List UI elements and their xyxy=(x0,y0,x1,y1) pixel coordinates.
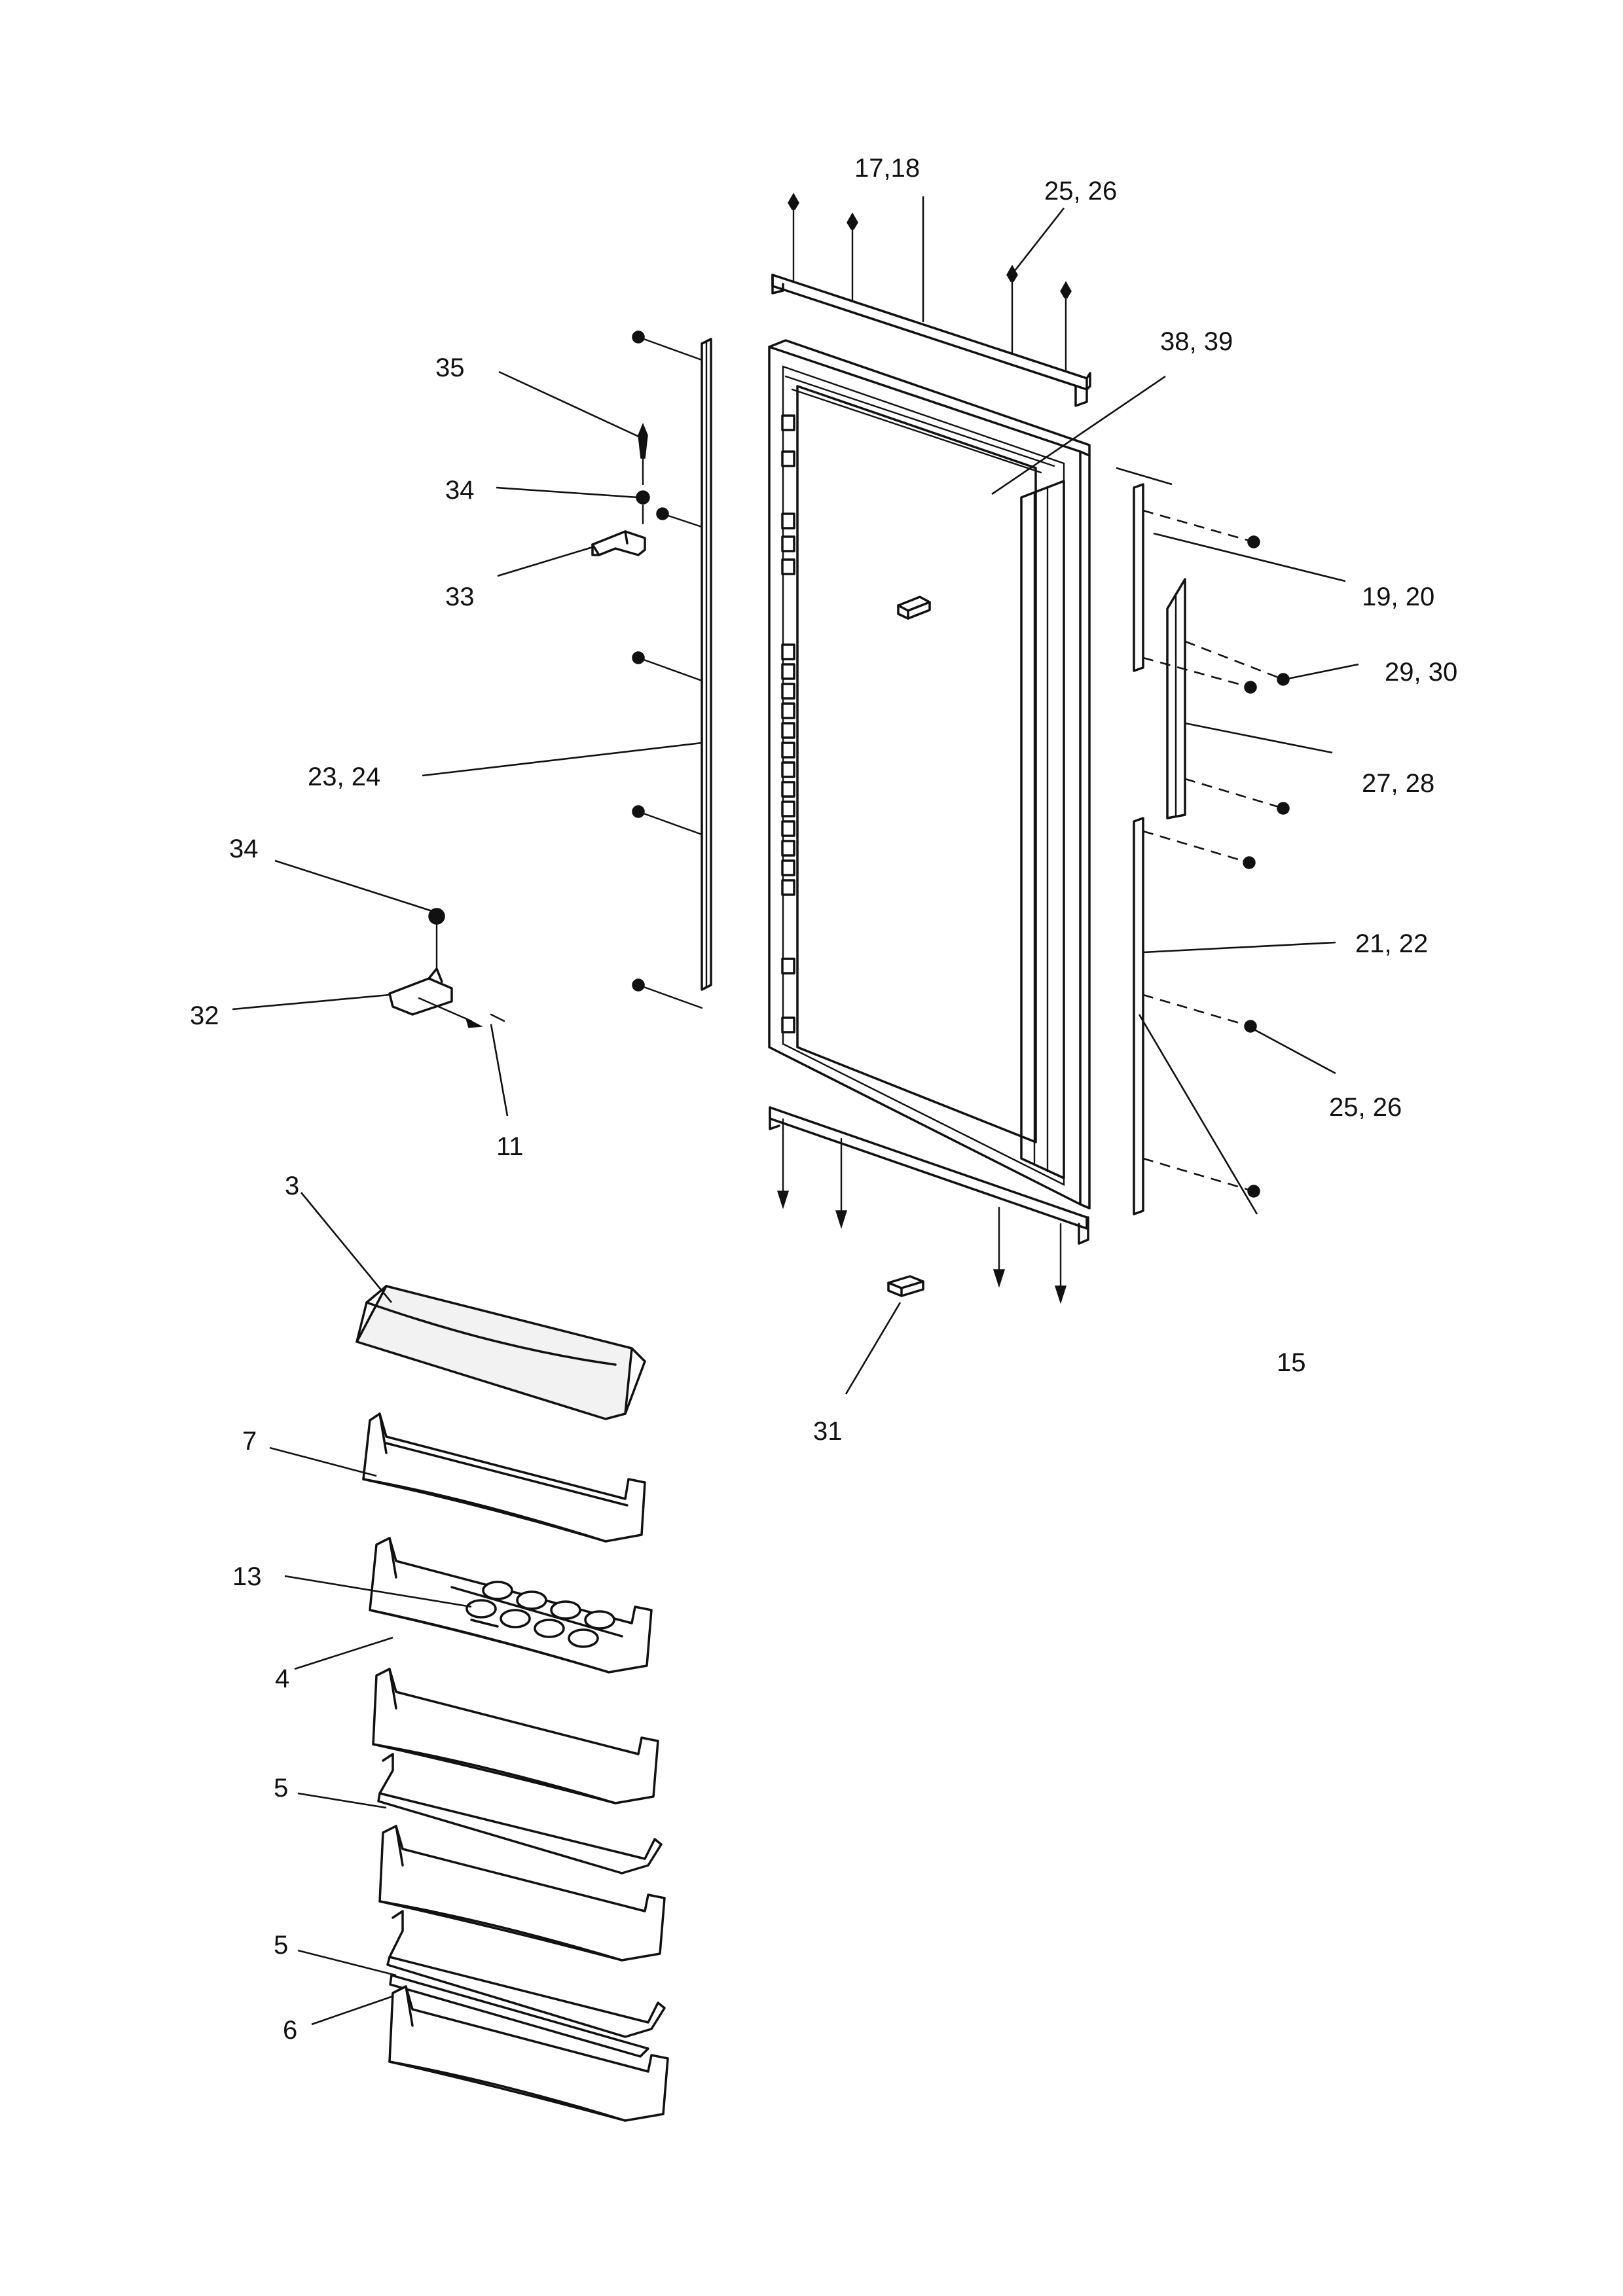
callout-21-22: 21, 22 xyxy=(1355,929,1428,958)
shelf-7-bin xyxy=(362,1412,646,1543)
egg-tray-13 xyxy=(450,1581,623,1648)
right-strip-21-22 xyxy=(1133,817,1144,1215)
callout-25-26-bottom: 25, 26 xyxy=(1329,1093,1402,1122)
callout-31: 31 xyxy=(813,1417,843,1446)
callout-34-upper: 34 xyxy=(445,476,475,505)
callout-34-lower: 34 xyxy=(229,834,259,863)
lower-hinge-bracket xyxy=(388,967,505,1028)
shelf-bar-5-lower xyxy=(386,1910,666,2038)
shelf-3-cover xyxy=(356,1285,646,1420)
callout-33: 33 xyxy=(445,583,475,611)
callout-17-18: 17,18 xyxy=(854,154,920,183)
door-bin-bottom xyxy=(388,1985,669,2122)
callout-35: 35 xyxy=(435,353,465,382)
right-strip-27-28 xyxy=(1166,578,1186,819)
callout-38-39: 38, 39 xyxy=(1160,327,1233,356)
callout-13: 13 xyxy=(232,1562,262,1591)
upper-hinge-pin xyxy=(636,423,650,525)
callout-7: 7 xyxy=(242,1427,257,1456)
shelf-strip-6 xyxy=(389,1974,649,2058)
callout-23-24: 23, 24 xyxy=(308,762,380,791)
callout-labels: 17,18 25, 26 38, 39 35 34 33 19, 20 29, … xyxy=(190,154,1457,2045)
top-hinge-bar xyxy=(771,274,1091,407)
callout-32: 32 xyxy=(190,1001,219,1030)
leader-lines xyxy=(232,196,1359,2026)
callout-3: 3 xyxy=(285,1172,299,1200)
callout-19-20: 19, 20 xyxy=(1362,583,1434,611)
callout-5-lower: 5 xyxy=(274,1931,288,1960)
upper-hinge-bracket xyxy=(591,530,646,556)
door-panel xyxy=(768,339,1091,1210)
callout-15: 15 xyxy=(1277,1348,1306,1377)
small-part-31 xyxy=(887,1275,924,1297)
callout-27-28: 27, 28 xyxy=(1362,769,1434,798)
door-bin-middle xyxy=(378,1825,666,1962)
bottom-screws xyxy=(776,1118,1067,1304)
bottom-hinge-bar xyxy=(769,1106,1089,1245)
callout-25-26-top: 25, 26 xyxy=(1044,177,1117,206)
door-bin-upper xyxy=(372,1668,659,1804)
lower-hinge-pin xyxy=(428,908,445,970)
left-hinge-strip xyxy=(701,338,712,991)
callout-4: 4 xyxy=(275,1664,289,1693)
top-screws xyxy=(788,192,1072,371)
door-liner-slots xyxy=(781,414,795,1033)
right-strip-screws xyxy=(1142,509,1290,1198)
callout-5-upper: 5 xyxy=(274,1774,288,1803)
door-clip xyxy=(897,596,931,620)
left-strip-screws xyxy=(632,331,703,1009)
callout-11: 11 xyxy=(496,1132,524,1161)
callout-6: 6 xyxy=(283,2016,297,2045)
callout-29-30: 29, 30 xyxy=(1385,658,1457,687)
shelf-bar-5-upper xyxy=(377,1753,663,1874)
right-strip-19-20 xyxy=(1133,483,1144,672)
